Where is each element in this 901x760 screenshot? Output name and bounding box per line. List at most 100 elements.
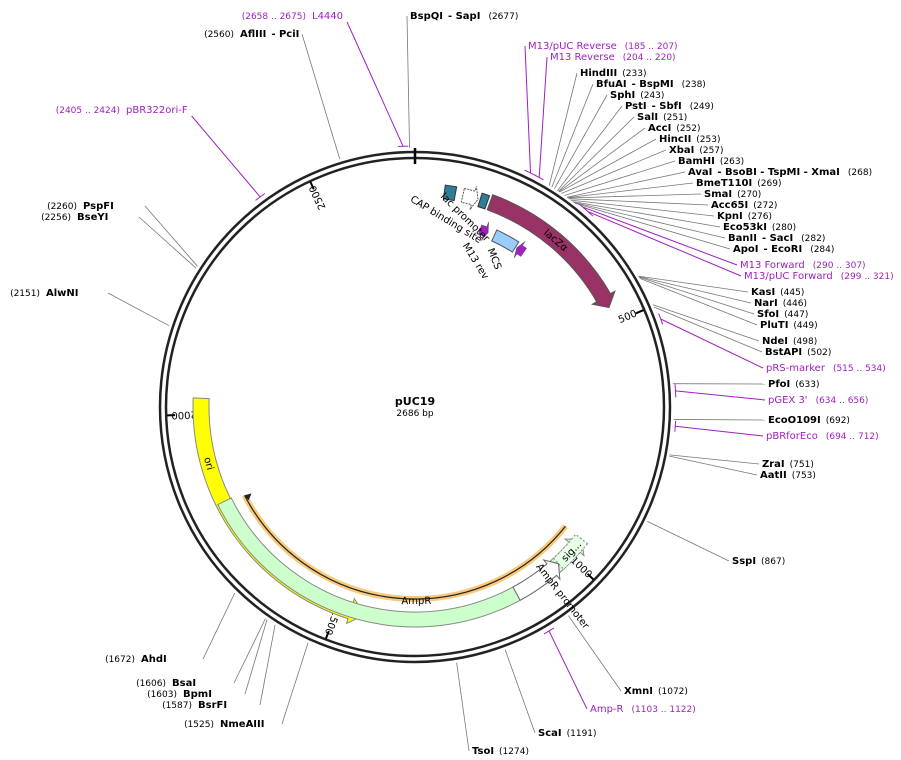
feature-promoter-box [477,192,491,210]
primer-leader [660,318,764,369]
enzyme-leader [647,521,730,562]
enzyme-label: XbaI [669,145,694,156]
primer-range: (185 .. 207) [625,42,678,52]
enzyme-leader [567,193,702,199]
enzyme-label: PfoI [768,379,790,390]
enzyme-site: NdeI(498) [762,336,817,347]
primer-label: M13 Reverse [550,52,615,63]
primer-site: pGEX 3'(634 .. 656) [768,395,868,406]
primer-mark [674,384,677,398]
enzyme-site: PstI- SbfI(249) [625,101,714,112]
enzyme-site: NmeAIII(1525) [184,719,264,730]
enzyme-label: BstAPI [765,347,802,358]
enzyme-leader [558,116,635,192]
enzyme-label: AccI [648,123,671,134]
primer-range: (204 .. 220) [623,53,676,63]
enzyme-site: ApoI- EcoRI(284) [733,244,834,255]
feature-m13-rev-label: M13 rev [460,241,491,281]
enzyme-leader [406,15,410,149]
enzyme-label: BanII [728,233,757,244]
primer-mark [658,313,664,325]
enzyme-label: SmaI [704,189,732,200]
enzyme-leader [653,306,763,353]
enzyme-site: BspQI- SapI(2677) [410,11,518,22]
enzyme-leader [144,205,198,267]
enzyme-site: SspI(867) [732,556,785,567]
enzyme-position: (753) [792,471,816,481]
feature-ori [192,397,366,625]
enzyme-leader [568,198,709,206]
tick-mark [586,573,595,581]
enzyme-position: (282) [801,234,825,244]
primer-range: (1103 .. 1122) [632,705,696,715]
plasmid-name: pUC19 [395,395,435,408]
enzyme-label: BfuAI [596,79,627,90]
enzyme-position: (257) [699,146,723,156]
enzyme-site: HindIII(233) [580,68,646,79]
site-labels: BspQI- SapI(2677)AflIII- PciI(2560)HindI… [10,11,894,757]
enzyme-position: (2151) [10,289,40,299]
enzyme-site: BmeT110I(269) [696,178,781,189]
enzyme-leader [558,127,646,193]
enzyme-site: Eco53kI(280) [723,222,796,233]
enzyme-site: BpmI(1603) [147,689,212,700]
enzyme-label: KasI [751,287,775,298]
enzyme-site: PspFI(2260) [47,201,114,212]
enzyme-position: (1606) [136,679,166,689]
primer-range: (299 .. 321) [841,272,894,282]
enzyme-label-extra: - EcoRI [764,244,803,255]
enzyme-label: AvaI [688,167,712,178]
primer-leader [538,56,548,178]
primer-mark [255,193,266,201]
enzyme-position: (270) [737,190,761,200]
enzyme-leader [504,649,536,734]
enzyme-position: (2560) [204,30,234,40]
enzyme-position: (498) [793,337,817,347]
enzyme-site: AlwNI(2151) [10,288,78,299]
enzyme-position: (268) [848,168,872,178]
primer-range: (290 .. 307) [813,261,866,271]
enzyme-label: BamHI [678,156,715,167]
tick-label: 2000 [171,408,197,420]
primer-label: L4440 [312,11,343,22]
enzyme-position: (502) [807,348,831,358]
enzyme-label: BseYI [77,212,108,223]
tick-label: 500 [617,308,639,326]
enzyme-site: BstAPI (502) [765,347,831,358]
primer-leader [675,390,766,401]
enzyme-site: BamHI(263) [678,156,744,167]
enzyme-leader [568,615,622,692]
enzyme-position: (2256) [41,213,71,223]
primer-site: pBRforEco(694 .. 712) [766,431,879,442]
enzyme-label: ScaI [538,728,562,739]
primer-range: (515 .. 534) [833,364,886,374]
enzyme-leader [570,199,715,217]
feature-ampr [217,497,585,628]
enzyme-position: (633) [795,380,819,390]
enzyme-leader [551,83,594,188]
enzyme-position: (276) [748,212,772,222]
enzyme-label: Acc65I [711,200,748,211]
primer-leader [548,630,588,710]
enzyme-leader [639,277,758,326]
enzyme-site: PluTI(449) [760,320,818,331]
enzyme-site: XmnI(1072) [624,686,688,697]
primer-mark [582,206,594,217]
enzyme-label: PstI [625,101,647,112]
enzyme-label: TsoI [472,746,494,757]
feature-lacza [486,194,616,309]
enzyme-site: BanII- SacI(282) [728,233,825,244]
enzyme-position: (447) [784,310,808,320]
enzyme-position: (1525) [184,720,214,730]
plasmid-length: 2686 bp [396,409,433,419]
feature-m13-rev-a [477,222,489,241]
enzyme-label: BsrFI [198,700,227,711]
enzyme-label: SfoI [757,309,779,320]
feature-ampr-label: AmpR [401,596,431,607]
enzyme-label: HindIII [580,68,617,79]
enzyme-label: AatII [760,470,787,481]
enzyme-position: (2260) [47,202,77,212]
primer-range: (2405 .. 2424) [56,106,120,116]
enzyme-position: (867) [761,557,785,567]
enzyme-leader [573,201,726,239]
